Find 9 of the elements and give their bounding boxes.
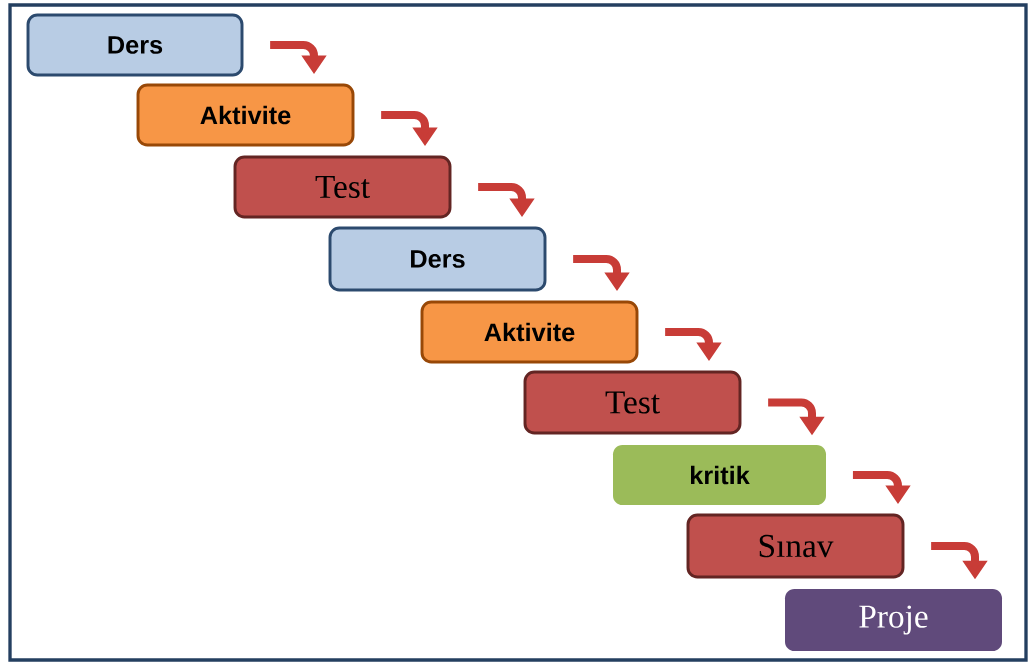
step-box: Aktivite — [136, 83, 355, 147]
step-box: Ders — [328, 226, 547, 292]
step-box: Proje — [785, 589, 1002, 651]
step-box: kritik — [613, 445, 826, 505]
step-box: Ders — [26, 13, 244, 77]
step-box: Test — [523, 370, 742, 435]
step-box: Test — [233, 155, 452, 219]
step-box: Aktivite — [420, 300, 639, 364]
step-box: Sınav — [686, 513, 905, 579]
